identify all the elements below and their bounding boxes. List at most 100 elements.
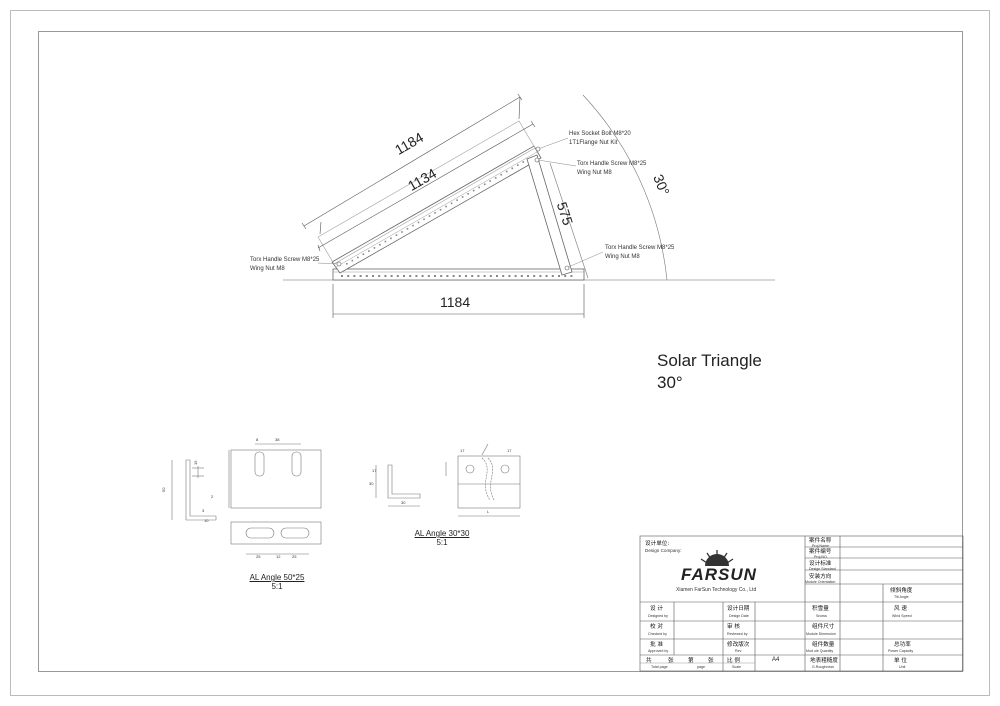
rail-hole	[434, 212, 436, 214]
detail-dimension-texts: 50 15 2 3 10 8 38 25 12 25 17 30 30 17 1…	[161, 437, 512, 559]
callout-top: Hex Socket Bolt M8*20 1T1Flange Nut Kit	[569, 130, 631, 148]
tb-company: Xiamen FarSun Technology Co., Ltd	[676, 587, 757, 593]
rail-hole	[417, 221, 420, 224]
callout-top-bolt: Hex Socket Bolt M8*20	[569, 131, 631, 137]
al50-detail	[171, 443, 322, 555]
rail-hole	[384, 240, 387, 243]
callout-top-kit: 1T1Flange Nut Kit	[569, 140, 618, 146]
base-hole	[440, 275, 443, 277]
tb-design-date-en: Design Date	[729, 614, 749, 618]
tb-snow-en: Snows	[816, 614, 827, 618]
tb-checked-en: Checked by	[648, 632, 667, 636]
base-rail-holes	[341, 275, 573, 277]
base-hole	[520, 275, 523, 277]
rail-hole	[401, 231, 403, 233]
rail-hole	[373, 247, 376, 249]
tb-design-std-cn: 设计标准	[809, 561, 832, 567]
al50-scale: 5:1	[271, 582, 283, 591]
tb-design-company-en: Design Company:	[645, 548, 682, 553]
base-hole	[452, 275, 455, 277]
dim-15: 15	[193, 460, 198, 465]
tb-total-cn: 共	[646, 658, 652, 664]
tb-design-date-cn: 设计日期	[727, 606, 750, 612]
base-rail	[332, 268, 585, 281]
tb-design-std-en: Design Standard	[809, 567, 836, 571]
callout-mid-screw: Torx Handle Screw M8*25	[577, 161, 647, 167]
tb-page-cn: 张	[668, 658, 674, 664]
dim-3: 3	[202, 508, 205, 513]
base-hole	[372, 275, 374, 277]
callout-mid-nut: Wing Nut M8	[577, 170, 612, 176]
rail-hole	[362, 253, 365, 256]
base-hole	[446, 275, 449, 277]
rail-hole	[456, 199, 458, 201]
drawing-title-line1: Solar Triangle	[657, 351, 762, 370]
base-hole	[341, 275, 343, 277]
tb-proj-name-cn: 案件名称	[809, 538, 832, 544]
base-hole	[508, 275, 511, 277]
tb-proj-no-en: Proj.NO.	[814, 555, 828, 559]
rail-hole	[423, 218, 425, 221]
base-hole	[483, 275, 486, 277]
tb-designed-cn: 设 计	[650, 606, 663, 612]
dim-30a: 30	[369, 481, 374, 486]
panel-outline	[317, 120, 536, 265]
base-hole	[489, 275, 492, 277]
rail-hole	[467, 193, 469, 195]
outer-frame	[10, 10, 990, 696]
tb-logo-text: FARSUN	[681, 565, 757, 584]
rail-hole	[516, 164, 519, 166]
fasteners	[336, 146, 570, 271]
base-hole	[378, 275, 381, 277]
tb-design-company-cn: 设计单位:	[645, 541, 670, 547]
base-hole	[421, 275, 424, 277]
base-hole	[365, 275, 368, 277]
tb-orientation-en: Module Orientation	[805, 580, 836, 584]
dim-25b: 25	[292, 554, 297, 559]
tb-proj-name-en: Proj.Name	[812, 544, 829, 548]
tb-page2-cn: 第	[688, 658, 694, 664]
callout-right-nut: Wing Nut M8	[605, 254, 640, 260]
rail-hole	[450, 202, 453, 205]
rail-hole	[483, 183, 486, 186]
base-hole	[458, 275, 461, 277]
rail-hole	[428, 215, 431, 217]
base-hole	[496, 275, 498, 277]
base-hole	[551, 275, 554, 277]
base-hole	[502, 275, 505, 277]
base-hole	[434, 275, 436, 277]
rail-hole	[379, 243, 381, 246]
rail-hole	[395, 234, 398, 236]
tb-reviewed-cn: 审 核	[727, 624, 740, 630]
rail-hole	[461, 196, 464, 198]
tb-designed-en: Designed by	[648, 614, 668, 618]
tb-total-en: Total page	[651, 665, 668, 669]
tb-roughness-cn: 地表粗糙度	[810, 658, 838, 664]
al30-scale: 5:1	[436, 538, 448, 547]
rail-hole	[522, 161, 525, 163]
dim-25a: 25	[256, 554, 261, 559]
farsun-sun-icon	[700, 550, 734, 566]
tb-approved-en: Approved by	[648, 649, 669, 653]
tb-tilt-en: Tilt Angle	[894, 595, 909, 599]
tb-power-en: Power Capacity	[888, 649, 914, 653]
callout-left-screw: Torx Handle Screw M8*25	[250, 257, 320, 263]
tb-rev-en: Rev	[735, 649, 742, 653]
tb-scale-cn: 比 例	[727, 658, 740, 664]
tb-reviewed-en: Reviewed by	[727, 632, 748, 636]
dim-17b: 17	[460, 448, 465, 453]
al30-detail	[375, 443, 521, 517]
base-hole	[427, 275, 430, 277]
dim-8: 8	[256, 437, 259, 442]
dim-12: 12	[276, 554, 281, 559]
tb-module-qty-en: Mod ule Quantity	[806, 649, 834, 653]
base-hole	[409, 275, 412, 277]
dim-17a: 17	[372, 468, 377, 473]
base-hole	[539, 275, 542, 277]
rail-hole	[357, 256, 359, 259]
tb-power-cn: 总功率	[894, 642, 911, 648]
dimension-lines	[301, 93, 668, 318]
base-hole	[545, 275, 548, 277]
tb-roughness-en: G.Roughness	[812, 665, 834, 669]
